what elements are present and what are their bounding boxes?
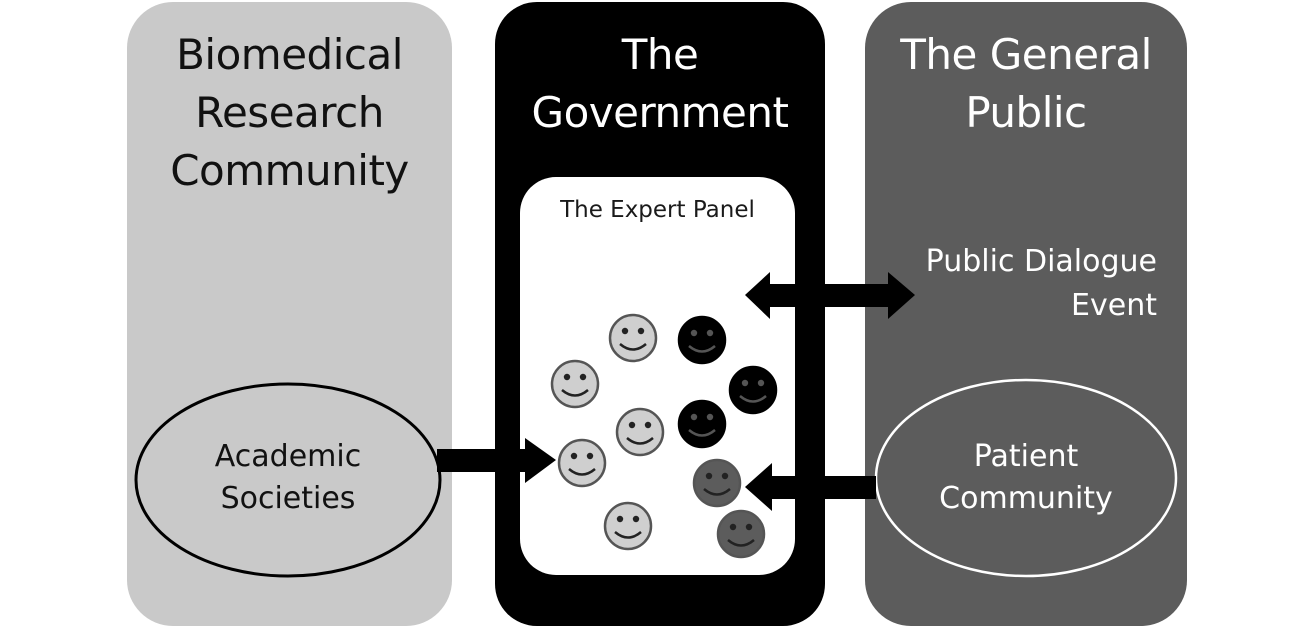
smiley-face-icon-academic <box>615 407 665 457</box>
smiley-face-icon-government <box>677 315 727 365</box>
title-line: The <box>621 30 699 79</box>
label-line: Academic <box>214 439 362 474</box>
title-line: Research <box>195 88 384 137</box>
title-line: The General <box>900 30 1152 79</box>
group-title: Biomedical Research Community <box>127 26 452 200</box>
smiley-face-icon-government <box>677 399 727 449</box>
academic-societies-label: Academic Societies <box>138 436 438 520</box>
group-title: The Government <box>495 26 825 142</box>
group-title: The General Public <box>865 26 1187 142</box>
title-line: Government <box>531 88 789 137</box>
label-line: Patient <box>973 439 1079 474</box>
smiley-face-icon-academic <box>603 501 653 551</box>
arrow-panel-public-dialogue-bidirectional <box>745 272 915 319</box>
arrow-academic-to-panel <box>437 438 556 483</box>
expert-panel-label: The Expert Panel <box>560 197 755 223</box>
public-dialogue-event-label: Public Dialogue Event <box>895 240 1157 328</box>
label-line: Event <box>1071 288 1157 323</box>
patient-community-label: Patient Community <box>876 436 1176 520</box>
smiley-face-icon-academic <box>557 438 607 488</box>
title-line: Biomedical <box>176 30 403 79</box>
label-line: Societies <box>220 481 356 516</box>
smiley-face-icon-government <box>728 365 778 415</box>
title-line: Community <box>170 146 409 195</box>
label-line: Public Dialogue <box>925 244 1157 279</box>
label-line: Community <box>939 481 1113 516</box>
smiley-face-icon-academic <box>550 359 600 409</box>
title-line: Public <box>965 88 1087 137</box>
expert-panel-members <box>550 313 778 559</box>
smiley-face-icon-academic <box>608 313 658 363</box>
smiley-face-icon-patient <box>692 458 742 508</box>
academic-societies-node <box>134 382 442 578</box>
smiley-face-icon-patient <box>716 509 766 559</box>
arrow-patient-to-panel <box>745 463 876 511</box>
